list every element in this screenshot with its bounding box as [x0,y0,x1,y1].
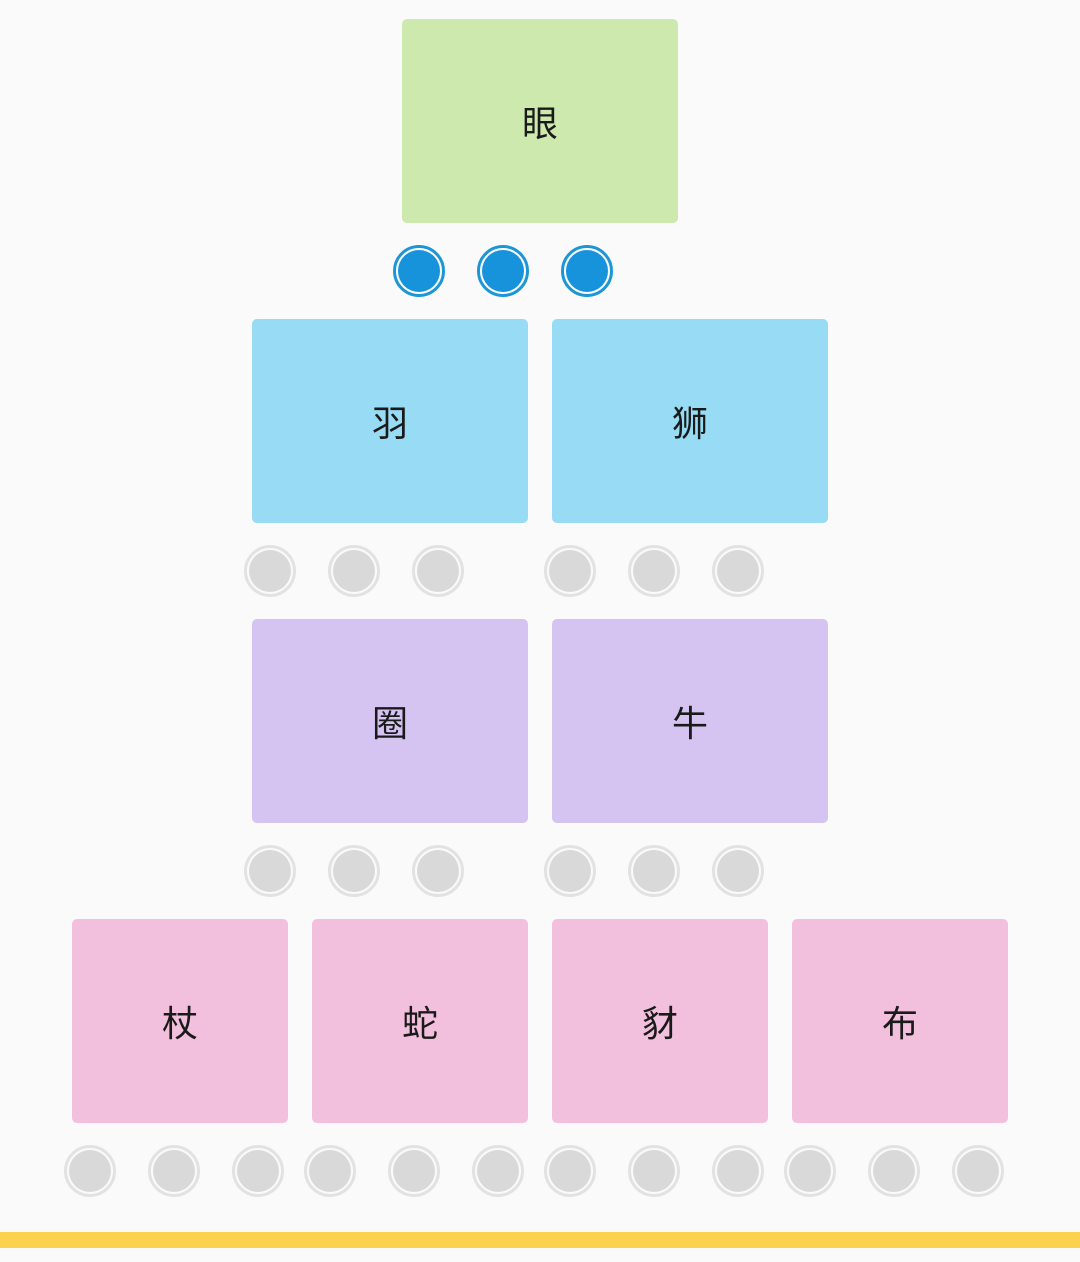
slot-filled[interactable] [477,245,529,297]
slot-empty[interactable] [952,1145,1004,1197]
slot-empty[interactable] [412,545,464,597]
slot-empty[interactable] [628,845,680,897]
bottom-progress-bar [0,1232,1080,1248]
slot-empty[interactable] [388,1145,440,1197]
slot-filled[interactable] [393,245,445,297]
slot-empty[interactable] [628,1145,680,1197]
slot-empty[interactable] [64,1145,116,1197]
tile-row2-left[interactable]: 羽 [252,319,528,523]
tile-row4-2[interactable]: 蛇 [312,919,528,1123]
slot-empty[interactable] [544,545,596,597]
slot-empty[interactable] [232,1145,284,1197]
slot-empty[interactable] [328,845,380,897]
slot-empty[interactable] [868,1145,920,1197]
tile-row4-1[interactable]: 杖 [72,919,288,1123]
slot-empty[interactable] [784,1145,836,1197]
slot-empty[interactable] [304,1145,356,1197]
slot-empty[interactable] [712,845,764,897]
slot-empty[interactable] [712,1145,764,1197]
slot-empty[interactable] [328,545,380,597]
slot-empty[interactable] [628,545,680,597]
tile-row3-left[interactable]: 圈 [252,619,528,823]
slot-empty[interactable] [244,545,296,597]
slot-empty[interactable] [712,545,764,597]
tile-row4-4[interactable]: 布 [792,919,1008,1123]
tile-row3-right[interactable]: 牛 [552,619,828,823]
slot-empty[interactable] [544,1145,596,1197]
tile-top[interactable]: 眼 [402,19,678,223]
slot-filled[interactable] [561,245,613,297]
tile-row2-right[interactable]: 狮 [552,319,828,523]
slot-empty[interactable] [472,1145,524,1197]
tile-row4-3[interactable]: 豺 [552,919,768,1123]
slot-empty[interactable] [412,845,464,897]
slot-empty[interactable] [544,845,596,897]
slot-empty[interactable] [244,845,296,897]
slot-empty[interactable] [148,1145,200,1197]
